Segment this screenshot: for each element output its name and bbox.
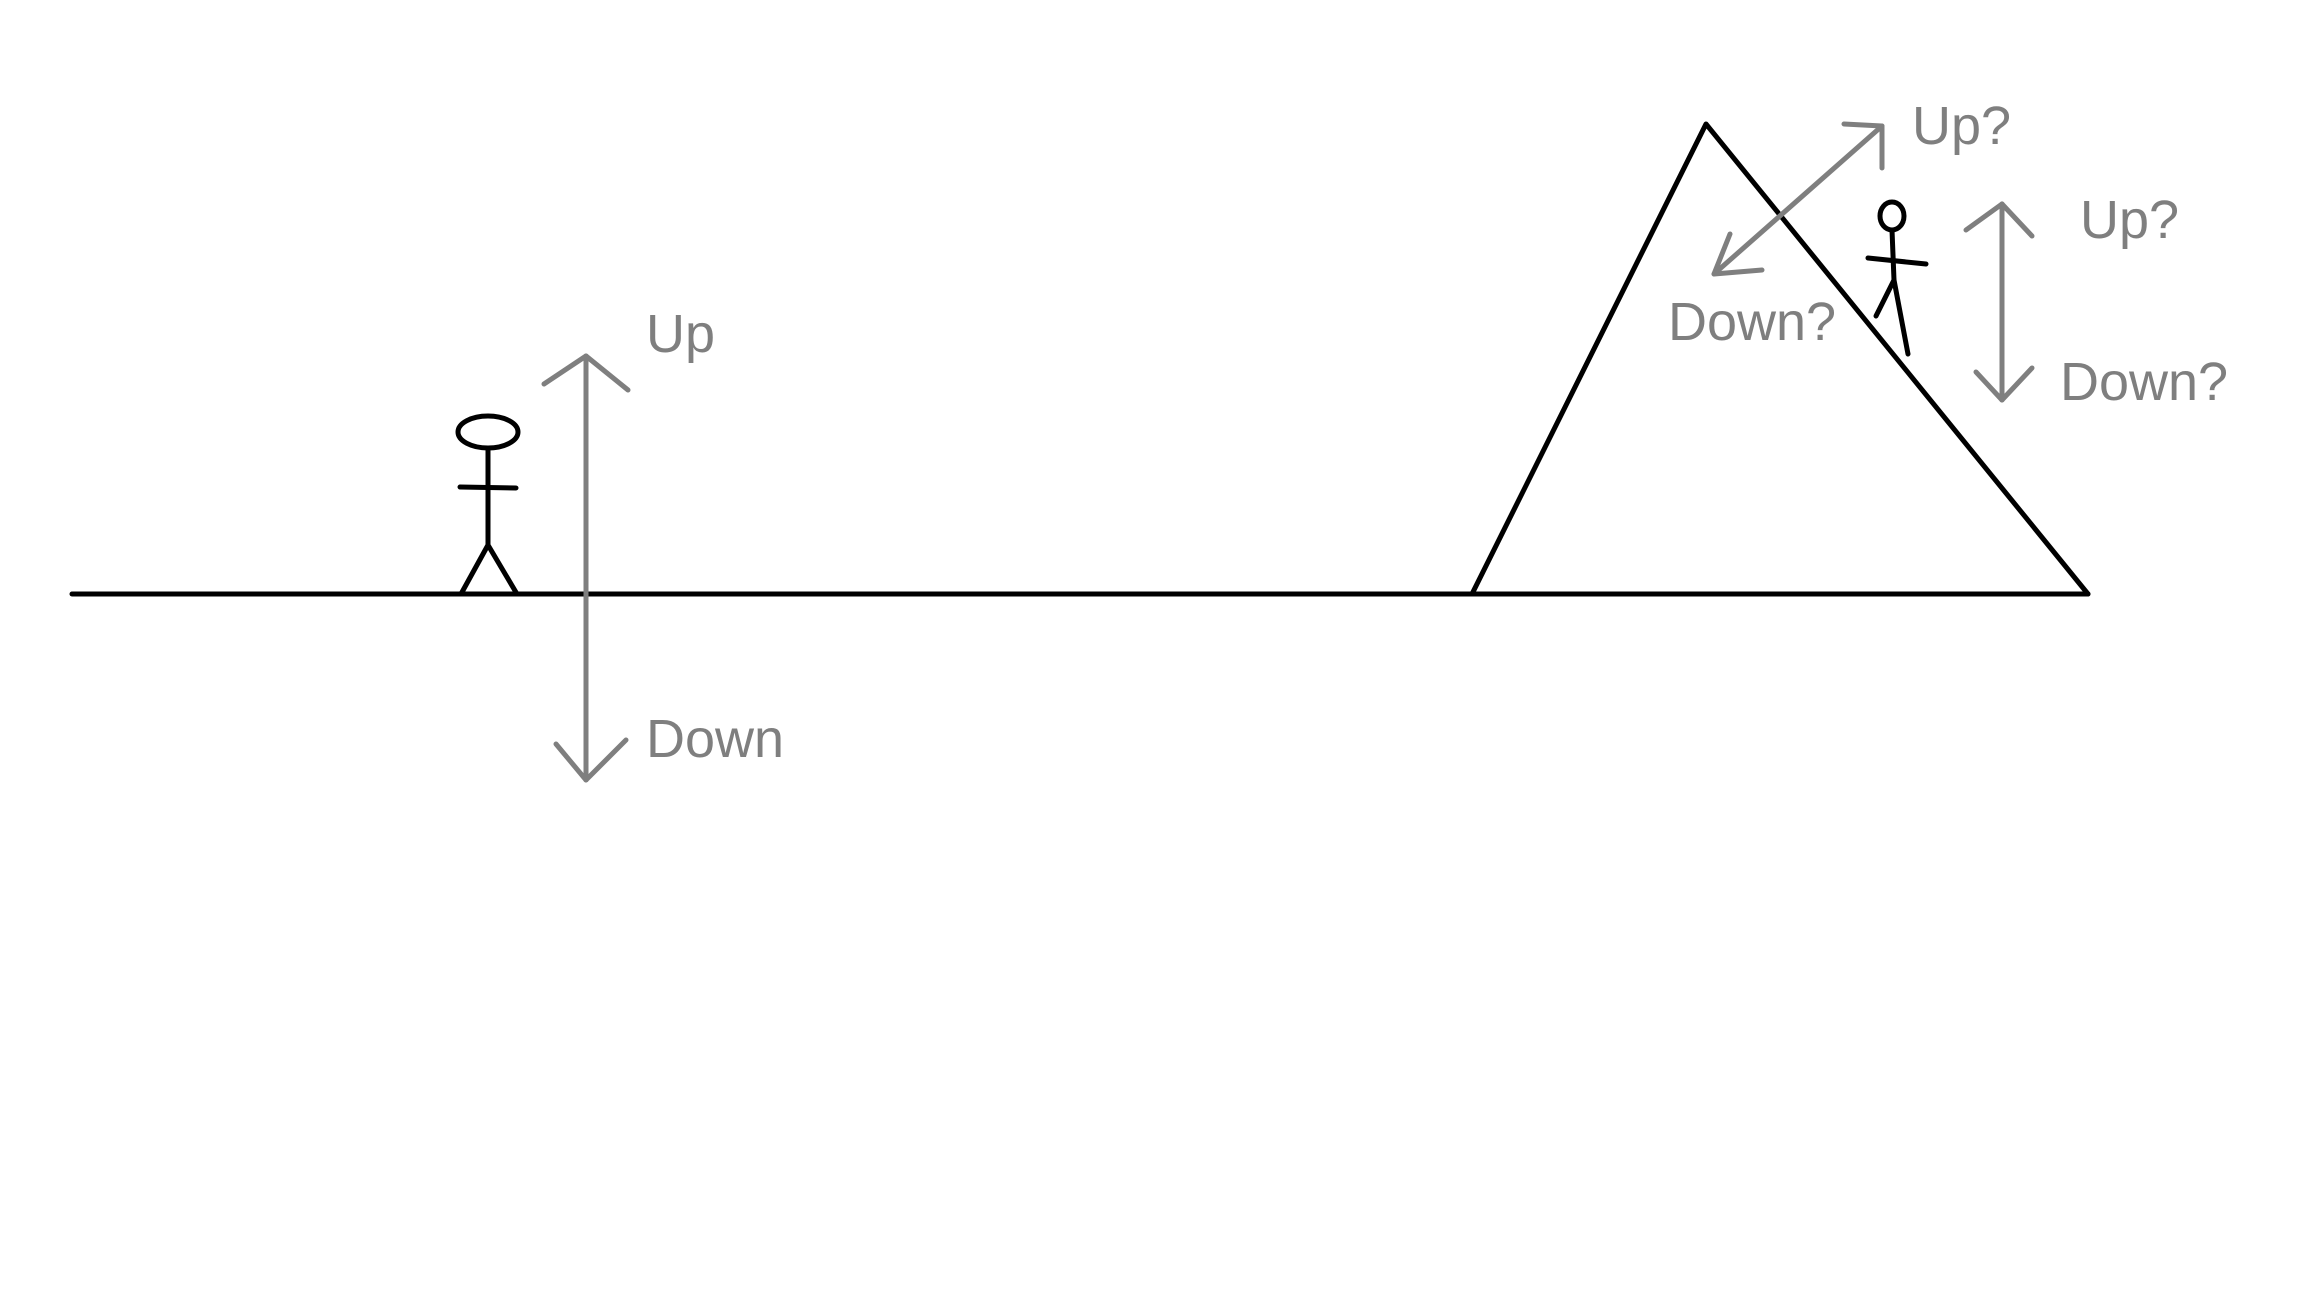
- stick-figure-slope: [1865, 199, 1929, 357]
- slope-vertical-down-head: [1973, 365, 2035, 403]
- slope-figure-right-leg: [1891, 277, 1911, 357]
- stick-figure-arms: [457, 484, 519, 491]
- slope-figure-head: [1877, 199, 1907, 233]
- slope-figure-left-leg: [1873, 277, 1897, 319]
- slope-vertical-down-label: Down?: [2060, 352, 2228, 412]
- stick-figure-right-leg: [485, 542, 520, 597]
- slope-vertical-up-head: [1963, 201, 2035, 239]
- flat-down-label: Down: [646, 709, 784, 769]
- mountain-triangle: [1469, 121, 2091, 597]
- slope-diagonal-arrow: [1711, 121, 1885, 277]
- stick-figure-flat: [455, 413, 521, 597]
- flat-arrow-down-head: [553, 737, 629, 783]
- slope-diagonal-down-label: Down?: [1668, 292, 1836, 352]
- diagonal-arrow-shaft: [1711, 123, 1885, 277]
- slope-figure-body: [1889, 227, 1897, 283]
- slope-vertical-arrow: [1963, 201, 2035, 403]
- diagonal-arrow-up-head: [1841, 121, 1885, 171]
- stick-figure-head: [455, 413, 521, 451]
- slope-diagonal-up-label: Up?: [1912, 96, 2011, 156]
- slope-figure-arms: [1865, 255, 1929, 267]
- slope-vertical-up-label: Up?: [2080, 190, 2179, 250]
- diagonal-arrow-down-head: [1711, 231, 1765, 277]
- flat-up-label: Up: [646, 304, 715, 364]
- flat-vertical-arrow: [541, 353, 631, 783]
- flat-arrow-up-head: [541, 353, 631, 393]
- stick-figure-left-leg: [458, 542, 491, 597]
